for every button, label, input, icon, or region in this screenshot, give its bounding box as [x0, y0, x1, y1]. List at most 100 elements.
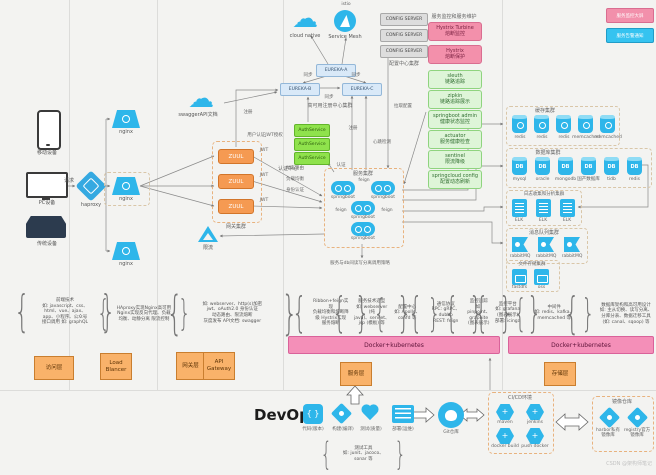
brace-left: {	[97, 293, 110, 334]
jwt-edge-label: JWT	[259, 173, 269, 178]
cicd-item-label: maven	[497, 420, 513, 425]
pull-config-edge-label: 拉取配置	[394, 104, 412, 109]
cicd-item-label: jenkins	[527, 420, 543, 425]
gateway-layer-label: 网关层	[176, 352, 205, 380]
legacy-device-icon	[26, 216, 66, 238]
service-cluster-title: 服务集群	[352, 171, 373, 177]
rate-limit-label: 限流	[202, 245, 213, 251]
springcloud-service-icon	[351, 201, 375, 215]
double-arrow-icon	[555, 413, 589, 431]
pc-device-label: PC设备	[38, 200, 56, 206]
note-text: 监控平台 如: grafana (图表展示) 部署: icinga	[495, 301, 521, 324]
cache-item-label: memcached	[594, 135, 622, 140]
db-item-label: mysql	[512, 177, 527, 182]
nginx-label: nginx	[119, 129, 133, 135]
brace-left: {	[564, 288, 580, 339]
legend-cyan-label: 服务告警通知	[616, 33, 644, 39]
image-registry-item-label: harbor私有镜像库	[596, 428, 620, 439]
sync-edge-label: 同步	[324, 95, 334, 100]
note-text: 服务技术选型 如: webserver (纯 java)、servlet、 js…	[353, 298, 390, 327]
mq-cluster-frame	[506, 228, 588, 264]
note-gateway: {如: webserver、http(s)加密 jwt、oAuth2.0 身份认…	[160, 290, 305, 336]
jwt-auth-note: 用户认证JWT授权	[247, 133, 283, 138]
mobile-device-icon	[37, 110, 61, 150]
cicd-frame	[488, 392, 554, 454]
watermark: CSDN @架构师笔记	[606, 461, 652, 467]
monitor-item-desc: 限流降级	[444, 159, 465, 166]
row-separator	[0, 390, 656, 391]
monitor-item-name: springboot admin	[432, 113, 478, 119]
springcloud-service-icon	[331, 181, 355, 195]
springcloud-service-icon	[371, 181, 395, 195]
note-text: 监控追踪 如: pinpoint、 graphite (图表展示)	[467, 298, 491, 327]
mysql-icon	[512, 157, 527, 175]
monitor-item-desc: 熔断监控	[444, 31, 465, 38]
brace-right: }	[396, 288, 412, 337]
cache-cluster-frame	[506, 106, 620, 146]
cache-cluster-title: 缓存集群	[534, 108, 555, 114]
log-cluster-title: 日志收集和分析集群	[523, 192, 565, 197]
legend-pink-label: 服务监控大屏	[616, 13, 644, 19]
register-edge-label: 注册	[348, 126, 358, 131]
memcached-icon	[578, 115, 593, 133]
log-item-label: ELK	[538, 218, 548, 223]
config-server-node: CONFIG SERVER	[380, 13, 428, 26]
nginx-icon	[112, 110, 140, 128]
cache-item-label: redis	[558, 135, 570, 140]
devops-step-label: 构建(编译)	[332, 427, 354, 432]
note-lb: { HAproxy实现Nginx高可用 Nginx实现反向代理、负载 均衡、动静分…	[92, 296, 196, 332]
brace-left: {	[14, 286, 30, 337]
eureka-a-node: EUREKA-A	[316, 64, 356, 77]
monitor-item-name: Hystrix	[446, 48, 464, 54]
istio-service-mesh-icon	[334, 10, 356, 32]
haproxy-label: haproxy	[80, 202, 102, 208]
note-text: 配置中心 如: Apollo、 confd 等	[394, 304, 421, 321]
brace-right: }	[354, 288, 370, 337]
fan-edge-label: 身份认证	[286, 188, 304, 193]
sync-edge-label: 同步	[351, 73, 361, 78]
cluster-note: 服务与db间读写分离调用策略	[330, 261, 390, 266]
legend-pink: 服务监控大屏	[606, 8, 654, 23]
monitor-item-desc: 服务健康检查	[439, 139, 470, 146]
brace-right: }	[498, 288, 514, 337]
redis-icon	[512, 115, 527, 133]
db-item-label: tidb	[607, 177, 616, 182]
db-item-label: redis	[629, 177, 640, 182]
note-text: 数据库架构和高可用设计 如: 主从切换、读写分离、 分库分表、数据迁移工具 (如…	[599, 302, 653, 325]
brace-left: {	[513, 291, 527, 335]
note-m2: {服务技术选型 如: webserver (纯 java)、servlet、 j…	[326, 292, 417, 334]
monitor-item-desc: 健康状态监控	[439, 119, 470, 126]
cache-item-label: memcached	[572, 135, 600, 140]
note-text: 测试工具 如: junit、jacoco、 sonar 等	[342, 445, 384, 462]
monitor-item-desc: 熔断保护	[444, 54, 465, 61]
mobile-device-label: 移动设备	[36, 150, 57, 156]
docker-k8s-bar: Docker+kubernetes	[288, 336, 500, 354]
service-mesh-label: Service Mesh	[328, 34, 362, 40]
brace-right: }	[526, 288, 542, 337]
docker-build-icon	[496, 428, 514, 444]
monitor-item-name: zipkin	[447, 93, 463, 99]
eureka-c-node: EUREKA-C	[342, 83, 382, 96]
rabbitmq-icon	[538, 237, 554, 252]
db-cluster-title: 数据库集群	[535, 150, 561, 156]
code-icon	[303, 404, 323, 424]
brace-right: }	[178, 293, 191, 334]
cloud-native-icon	[292, 6, 318, 32]
note-text: HAproxy实现Nginx高可用 Nginx实现反向代理、负载 均衡、动静分离…	[116, 305, 172, 322]
note-text: 通信协议 RPC: gRPC、 dubbo REST: feign	[431, 301, 460, 324]
monitor-item-desc: 链路追踪展示	[439, 99, 470, 106]
gateway-cluster-frame	[212, 141, 262, 223]
double-arrow-icon	[459, 408, 485, 422]
note-text: 如: webserver、http(s)加密 jwt、oAuth2.0 身份认证…	[202, 301, 263, 324]
tidb-icon	[604, 157, 619, 175]
nginx-icon	[112, 242, 140, 260]
service-cluster-frame	[324, 168, 404, 248]
elk-icon	[536, 199, 551, 217]
register-edge-label: 注册	[243, 110, 253, 115]
oracle-icon	[535, 157, 550, 175]
column-separator	[502, 0, 503, 390]
